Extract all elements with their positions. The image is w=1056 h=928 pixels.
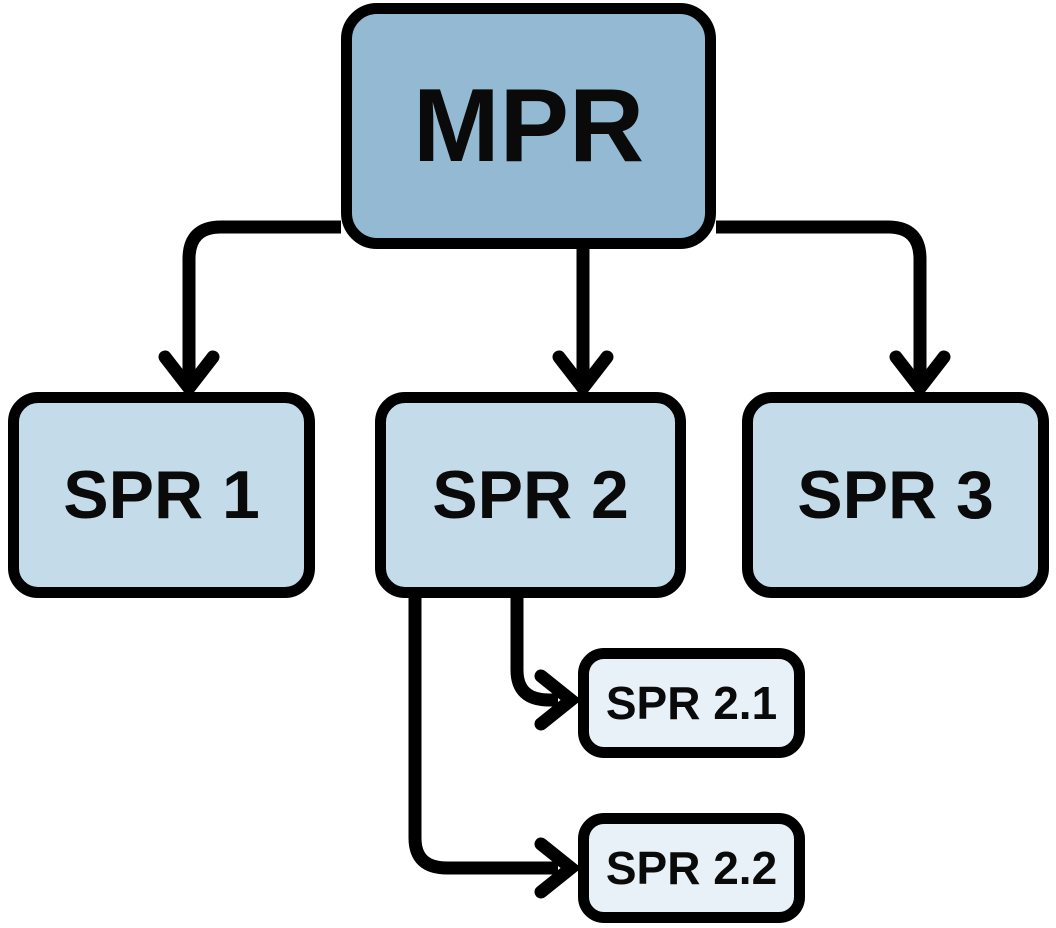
arrowhead-down-icon — [158, 350, 220, 399]
edge-mpr-spr2 — [552, 248, 614, 399]
edge-spr2-spr21 — [510, 597, 582, 731]
node-spr1: SPR 1 — [8, 392, 315, 598]
node-spr3-label: SPR 3 — [797, 457, 994, 533]
arrowhead-right-icon — [534, 669, 582, 731]
node-spr1-label: SPR 1 — [63, 457, 260, 533]
node-mpr-label: MPR — [412, 67, 645, 184]
node-mpr: MPR — [341, 3, 716, 249]
arrowhead-right-icon — [534, 837, 582, 899]
node-spr2: SPR 2 — [375, 392, 686, 598]
node-spr22-label: SPR 2.2 — [605, 842, 778, 894]
node-spr3: SPR 3 — [742, 392, 1049, 598]
node-spr21-label: SPR 2.1 — [605, 677, 778, 729]
node-spr22: SPR 2.2 — [578, 813, 805, 923]
edge-spr2-spr22 — [408, 597, 582, 899]
arrowhead-down-icon — [889, 350, 951, 399]
arrowhead-down-icon — [552, 350, 614, 399]
edge-mpr-spr3 — [716, 220, 951, 399]
node-spr2-label: SPR 2 — [432, 457, 629, 533]
edge-mpr-spr1 — [158, 220, 341, 399]
node-spr21: SPR 2.1 — [578, 648, 805, 758]
